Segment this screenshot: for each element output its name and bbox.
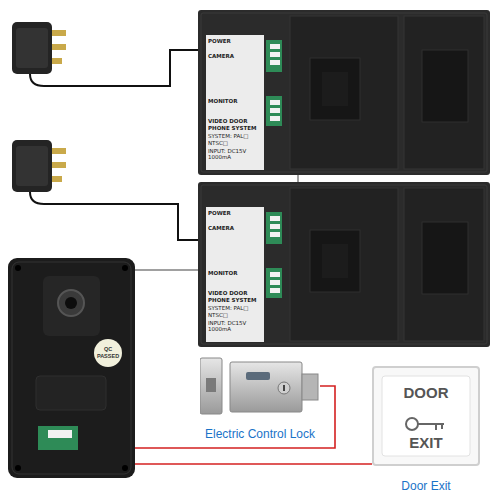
signal-cable bbox=[297, 175, 299, 182]
electric-lock bbox=[200, 352, 320, 420]
label-slot: POWER bbox=[208, 210, 231, 217]
signal-cable bbox=[135, 269, 198, 271]
indoor-monitor: VIDEO DOOR PHONE SYSTEMSYSTEM: PAL□ NTSC… bbox=[198, 182, 490, 347]
label-slot: CAMERA bbox=[208, 225, 234, 232]
qc-sticker-text: QC PASSED bbox=[94, 346, 122, 360]
part-label: Door Exit bbox=[398, 479, 453, 494]
sticker-line: SYSTEM: PAL□ NTSC□ bbox=[208, 133, 262, 147]
sticker-line: SYSTEM: PAL□ NTSC□ bbox=[208, 305, 262, 319]
label-slot: POWER bbox=[208, 38, 231, 45]
sticker-line: INPUT: DC15V 1000mA bbox=[208, 148, 262, 162]
part-label: Electric Control Lock bbox=[202, 427, 318, 442]
terminal-label: MONITOR bbox=[208, 98, 237, 105]
terminal-label: POWER bbox=[208, 38, 231, 45]
electric-lock: Electric Control Lock bbox=[200, 352, 320, 420]
sticker-text-area: VIDEO DOOR PHONE SYSTEMSYSTEM: PAL□ NTSC… bbox=[208, 118, 262, 162]
terminal-label: CAMERA bbox=[208, 53, 234, 60]
text-slot: EXIT bbox=[372, 434, 480, 453]
label-slot: CAMERA bbox=[208, 53, 234, 60]
label-slot: MONITOR bbox=[208, 270, 237, 277]
label-slot: MONITOR bbox=[208, 98, 237, 105]
power-adapter bbox=[12, 22, 198, 86]
sticker-title: VIDEO DOOR PHONE SYSTEM bbox=[208, 118, 262, 132]
outdoor-camera-unit bbox=[8, 258, 135, 478]
terminal-label: MONITOR bbox=[208, 270, 237, 277]
text-slot: Electric Control Lock bbox=[170, 424, 350, 442]
text-slot: QC PASSED bbox=[94, 346, 122, 360]
exit-button: DOOREXITDoor Exit bbox=[372, 366, 480, 466]
sticker-title: VIDEO DOOR PHONE SYSTEM bbox=[208, 290, 262, 304]
text-slot: Door Exit bbox=[362, 476, 490, 494]
indoor-monitor: VIDEO DOOR PHONE SYSTEMSYSTEM: PAL□ NTSC… bbox=[198, 10, 490, 175]
button-text: DOOR bbox=[372, 384, 480, 403]
power-adapter bbox=[12, 140, 198, 240]
sticker-text-area: VIDEO DOOR PHONE SYSTEMSYSTEM: PAL□ NTSC… bbox=[208, 290, 262, 334]
terminal-label: CAMERA bbox=[208, 225, 234, 232]
lock-wire bbox=[135, 463, 372, 465]
text-slot: DOOR bbox=[372, 384, 480, 403]
button-text: EXIT bbox=[372, 434, 480, 453]
outdoor-camera-unit: QC PASSED bbox=[8, 258, 135, 478]
terminal-label: POWER bbox=[208, 210, 231, 217]
sticker-line: INPUT: DC15V 1000mA bbox=[208, 320, 262, 334]
